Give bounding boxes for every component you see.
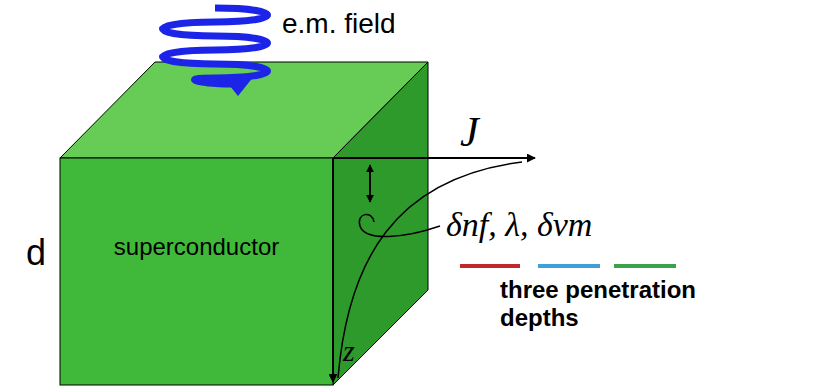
cube-front xyxy=(60,158,333,385)
underline-blue xyxy=(538,264,600,268)
leader-line xyxy=(359,214,440,236)
material-label: superconductor xyxy=(114,233,279,261)
depth-axis-label: z xyxy=(343,334,355,368)
em-field-arrowhead xyxy=(222,76,254,96)
current-decay-curve xyxy=(338,162,522,378)
penetration-depth-symbols: δnf, λ, δvm xyxy=(446,206,592,244)
superconductor-face: superconductor xyxy=(60,158,333,385)
underline-green xyxy=(614,264,676,268)
penetration-depth-note: three penetration depths xyxy=(500,276,740,332)
thickness-label: d xyxy=(26,232,46,274)
depth-arrow xyxy=(369,165,371,202)
em-field-coil xyxy=(163,8,268,84)
j-axis xyxy=(333,157,535,159)
underline-red xyxy=(460,264,520,268)
cube-side xyxy=(333,62,428,385)
z-axis xyxy=(332,158,334,382)
field-label: e.m. field xyxy=(282,8,396,40)
current-axis-label: J xyxy=(460,108,479,156)
